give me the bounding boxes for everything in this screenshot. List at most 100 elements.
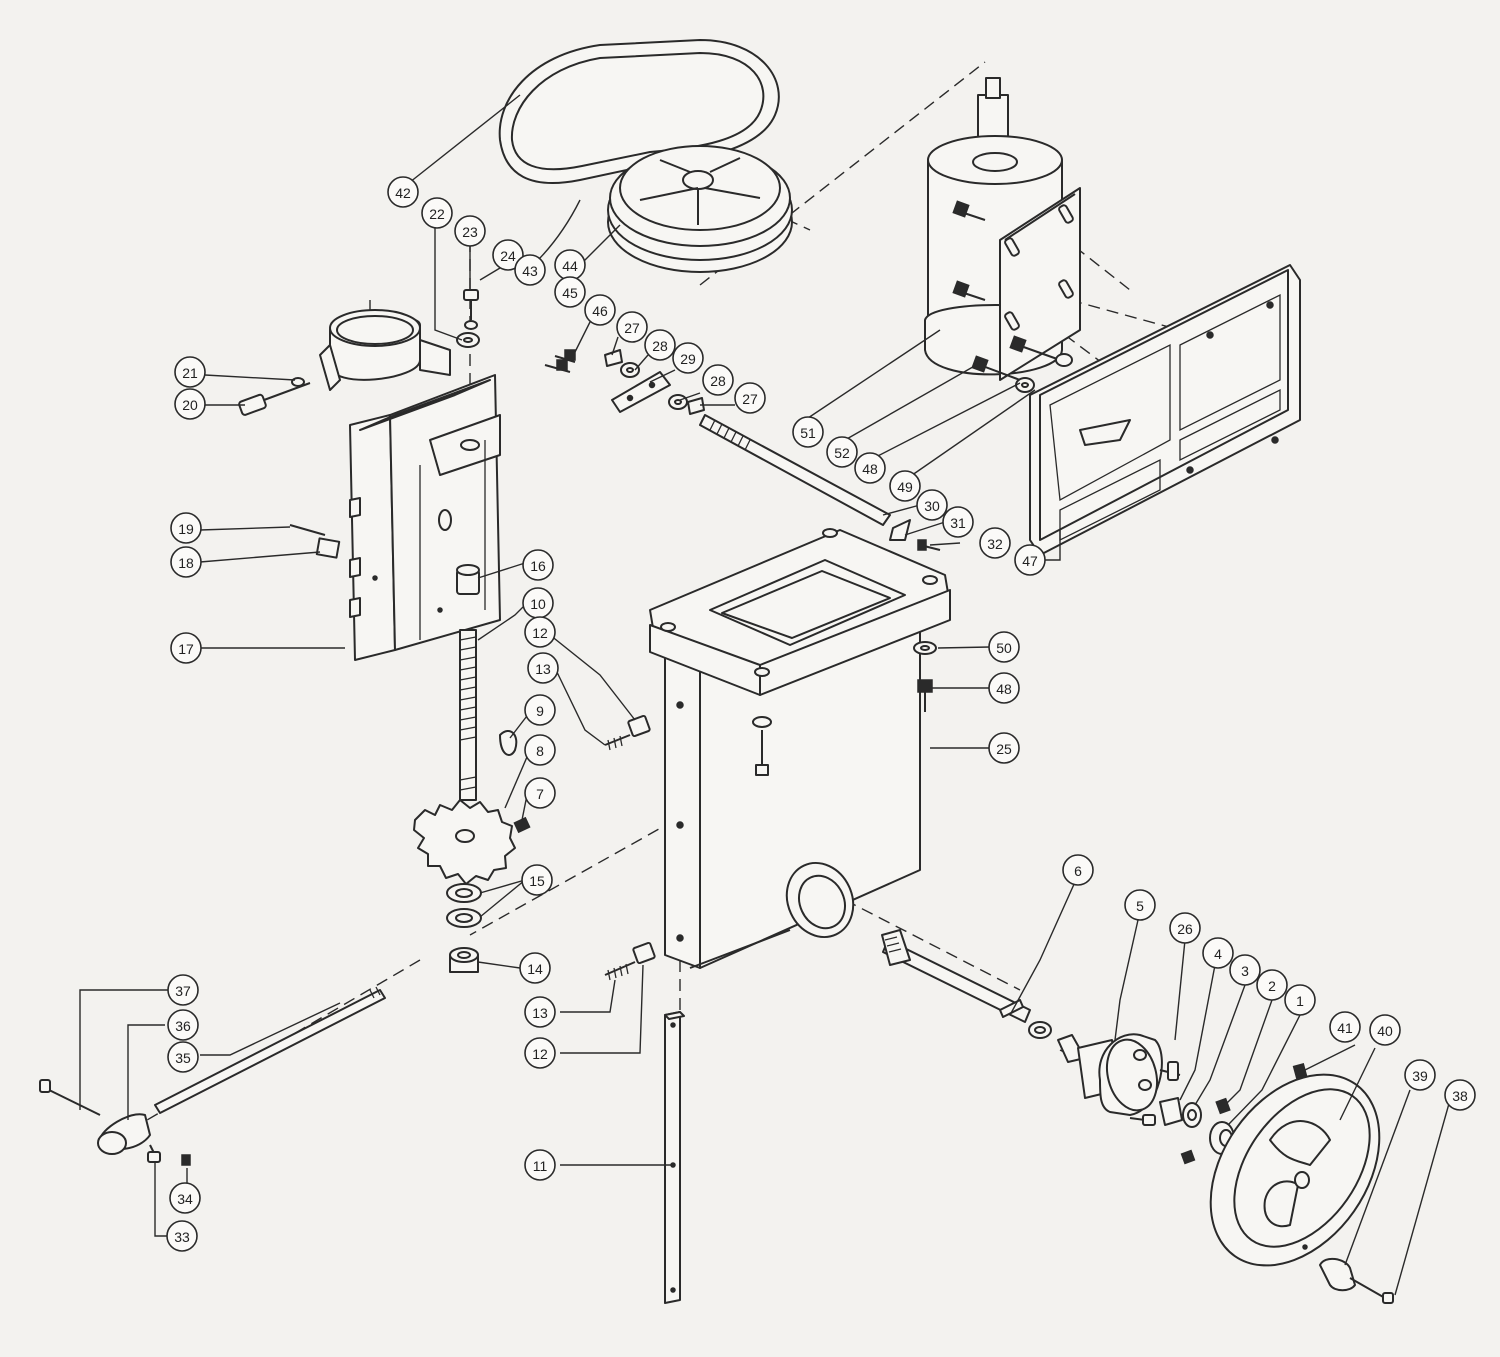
- callout-50: 50: [988, 631, 1020, 663]
- callout-41: 41: [1329, 1011, 1361, 1043]
- callout-number: 40: [1377, 1023, 1393, 1039]
- callout-46: 46: [584, 294, 616, 326]
- callout-circle: [174, 356, 206, 388]
- callout-circle: [1369, 1014, 1401, 1046]
- callout-circle: [166, 1220, 198, 1252]
- callout-circle: [584, 294, 616, 326]
- callout-28: 28: [702, 364, 734, 396]
- callout-17: 17: [170, 632, 202, 664]
- callout-number: 51: [800, 425, 816, 441]
- callout-38: 38: [1444, 1079, 1476, 1111]
- callout-circle: [524, 777, 556, 809]
- callout-circle: [169, 1182, 201, 1214]
- callout-13: 13: [524, 996, 556, 1028]
- callout-circle: [519, 952, 551, 984]
- callout-circle: [988, 672, 1020, 704]
- callout-circle: [1062, 854, 1094, 886]
- callout-48: 48: [854, 452, 886, 484]
- callout-circle: [889, 470, 921, 502]
- callout-number: 15: [529, 873, 545, 889]
- housing-25: [649, 528, 951, 969]
- knob-38-39: [1319, 1257, 1394, 1304]
- set-screw-41: [1292, 1062, 1308, 1080]
- callout-31: 31: [942, 506, 974, 538]
- callout-7: 7: [524, 777, 556, 809]
- callout-number: 5: [1136, 898, 1144, 914]
- housing-bolt: [752, 716, 772, 776]
- callout-circle: [524, 1037, 556, 1069]
- callout-number: 31: [950, 515, 966, 531]
- callout-circle: [1202, 937, 1234, 969]
- callout-15: 15: [521, 864, 553, 896]
- callout-number: 26: [1177, 921, 1193, 937]
- callout-number: 22: [429, 206, 445, 222]
- callout-circle: [702, 364, 734, 396]
- callout-number: 12: [532, 1046, 548, 1062]
- callout-28: 28: [644, 329, 676, 361]
- callout-4: 4: [1202, 937, 1234, 969]
- column-bracket-17: [319, 309, 501, 661]
- callout-circle: [988, 732, 1020, 764]
- callout-circle: [1014, 544, 1046, 576]
- callout-circle: [170, 546, 202, 578]
- callout-3: 3: [1229, 954, 1261, 986]
- callout-39: 39: [1404, 1059, 1436, 1091]
- callout-number: 13: [535, 661, 551, 677]
- motor-base-plate-47: [1029, 264, 1301, 556]
- callout-24: 24: [492, 239, 524, 271]
- callout-36: 36: [167, 1009, 199, 1041]
- screw-23-24: [456, 289, 480, 348]
- callout-42: 42: [387, 176, 419, 208]
- callout-number: 8: [536, 743, 544, 759]
- callout-27: 27: [616, 311, 648, 343]
- callout-circle: [387, 176, 419, 208]
- callout-number: 18: [178, 555, 194, 571]
- screw-12-13-lower: [604, 941, 656, 981]
- callout-circle: [167, 1041, 199, 1073]
- callout-number: 4: [1214, 946, 1222, 962]
- lead-screw-10-16: [456, 564, 480, 801]
- callout-6: 6: [1062, 854, 1094, 886]
- callout-number: 48: [862, 461, 878, 477]
- nut-plate-29: [544, 349, 705, 415]
- callout-14: 14: [519, 952, 551, 984]
- callout-circle: [524, 616, 556, 648]
- callout-number: 9: [536, 703, 544, 719]
- callout-circle: [792, 416, 824, 448]
- callout-circle: [988, 631, 1020, 663]
- callout-number: 47: [1022, 553, 1038, 569]
- callout-10: 10: [522, 587, 554, 619]
- callout-circle: [734, 382, 766, 414]
- callout-number: 20: [182, 397, 198, 413]
- callout-number: 13: [532, 1005, 548, 1021]
- callout-circle: [644, 329, 676, 361]
- callout-number: 37: [175, 983, 191, 999]
- callout-number: 45: [562, 285, 578, 301]
- callout-number: 52: [834, 445, 850, 461]
- callout-number: 11: [533, 1158, 548, 1174]
- callout-circle: [514, 254, 546, 286]
- callout-35: 35: [167, 1041, 199, 1073]
- callout-circle: [174, 388, 206, 420]
- callout-number: 27: [742, 391, 758, 407]
- callout-number: 3: [1241, 963, 1249, 979]
- gib-screw-18-19: [289, 524, 341, 559]
- screw-12-13-upper: [604, 714, 651, 751]
- nut-14: [449, 947, 479, 973]
- callout-number: 42: [395, 185, 411, 201]
- callout-number: 7: [536, 786, 544, 802]
- callout-circle: [167, 1009, 199, 1041]
- gear-8: [413, 799, 516, 885]
- callout-circle: [942, 506, 974, 538]
- callout-circle: [521, 864, 553, 896]
- callout-number: 6: [1074, 863, 1082, 879]
- callout-number: 23: [462, 224, 478, 240]
- bolt-48-50: [913, 641, 937, 712]
- callout-number: 41: [1337, 1020, 1353, 1036]
- callout-number: 27: [624, 320, 640, 336]
- callout-number: 48: [996, 681, 1012, 697]
- callout-number: 35: [175, 1050, 191, 1066]
- callout-circle: [554, 276, 586, 308]
- callout-23: 23: [454, 215, 486, 247]
- callout-47: 47: [1014, 544, 1046, 576]
